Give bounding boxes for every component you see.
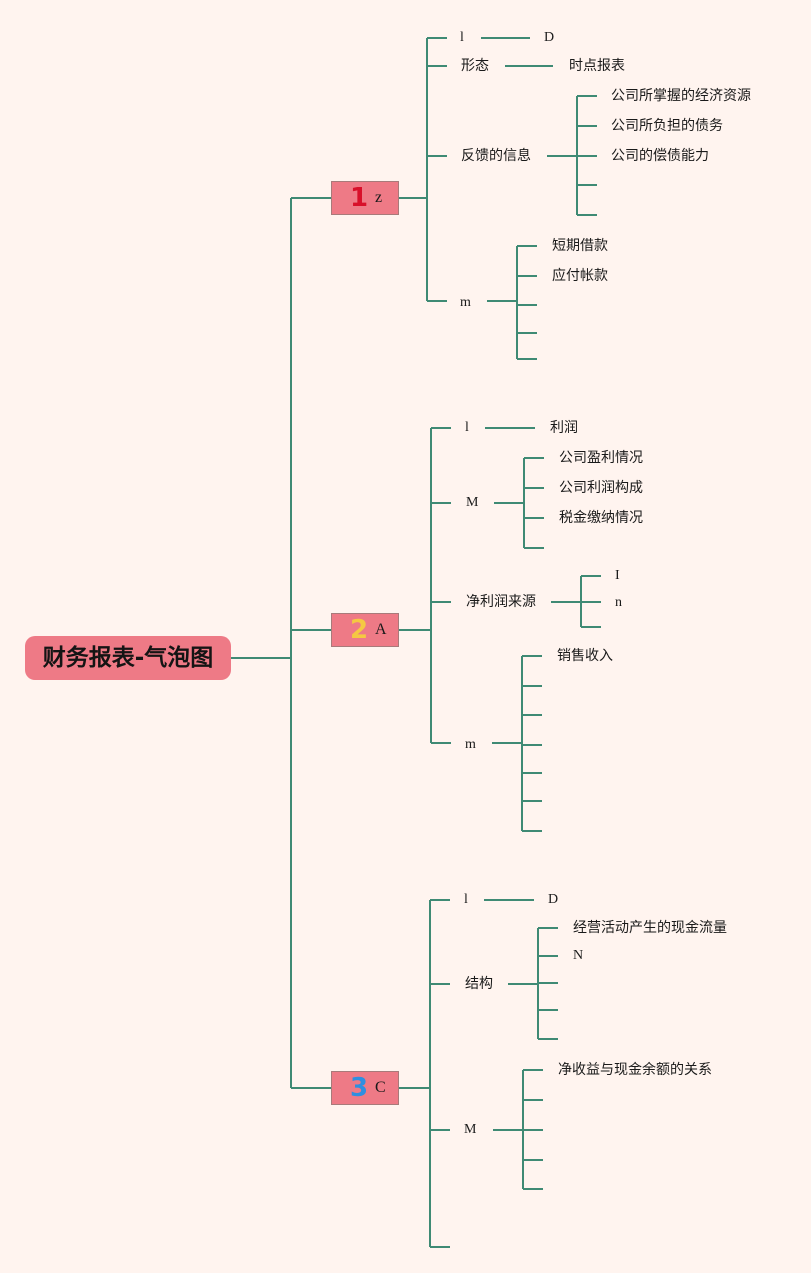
b2-jingli-child-1[interactable]: I [615,568,620,583]
b2-M-child-3[interactable]: 税金缴纳情况 [559,510,643,526]
b2-M-child-2[interactable]: 公司利润构成 [559,480,643,496]
b1-fankui-child-3[interactable]: 公司的偿债能力 [611,148,709,164]
b1-m-child-2[interactable]: 应付帐款 [552,268,608,284]
b2-m-node[interactable]: m [465,737,476,752]
b1-l-node[interactable]: l [460,30,464,45]
branch-label-3: C [375,1079,386,1096]
branch-node-3[interactable]: 3 C [331,1071,399,1105]
b3-jiegou-child-2[interactable]: N [573,948,584,963]
b1-m-child-1[interactable]: 短期借款 [552,238,608,254]
b1-m-node[interactable]: m [460,295,471,310]
branch-label-1: z [375,189,383,206]
b1-fankui-node[interactable]: 反馈的信息 [461,148,531,164]
branch-number-3: 3 [349,1073,369,1103]
b3-l-node[interactable]: l [464,892,468,907]
b1-l-child[interactable]: D [544,30,555,45]
root-node[interactable]: 财务报表-气泡图 [25,636,231,680]
branch-node-1[interactable]: 1 z [331,181,399,215]
b3-l-child[interactable]: D [548,892,559,907]
b1-fankui-child-1[interactable]: 公司所掌握的经济资源 [611,88,751,104]
branch-label-2: A [375,621,387,638]
b2-M-child-1[interactable]: 公司盈利情况 [559,450,643,466]
b2-l-node[interactable]: l [465,420,469,435]
b3-M-node[interactable]: M [464,1122,477,1137]
branch-node-2[interactable]: 2 A [331,613,399,647]
b2-m-child-1[interactable]: 销售收入 [557,648,613,664]
branch-number-1: 1 [349,183,369,213]
branch-number-2: 2 [349,615,369,645]
b2-l-child[interactable]: 利润 [550,420,578,436]
b1-xingtai-child[interactable]: 时点报表 [569,58,625,74]
b3-M-child-1[interactable]: 净收益与现金余额的关系 [558,1062,712,1078]
b3-jiegou-node[interactable]: 结构 [465,976,493,992]
b2-M-node[interactable]: M [466,495,479,510]
b1-fankui-child-2[interactable]: 公司所负担的债务 [611,118,723,134]
b2-jingli-child-2[interactable]: n [615,595,622,610]
b2-jingli-node[interactable]: 净利润来源 [466,594,536,610]
b3-jiegou-child-1[interactable]: 经营活动产生的现金流量 [573,920,727,936]
b1-xingtai-node[interactable]: 形态 [461,58,489,74]
